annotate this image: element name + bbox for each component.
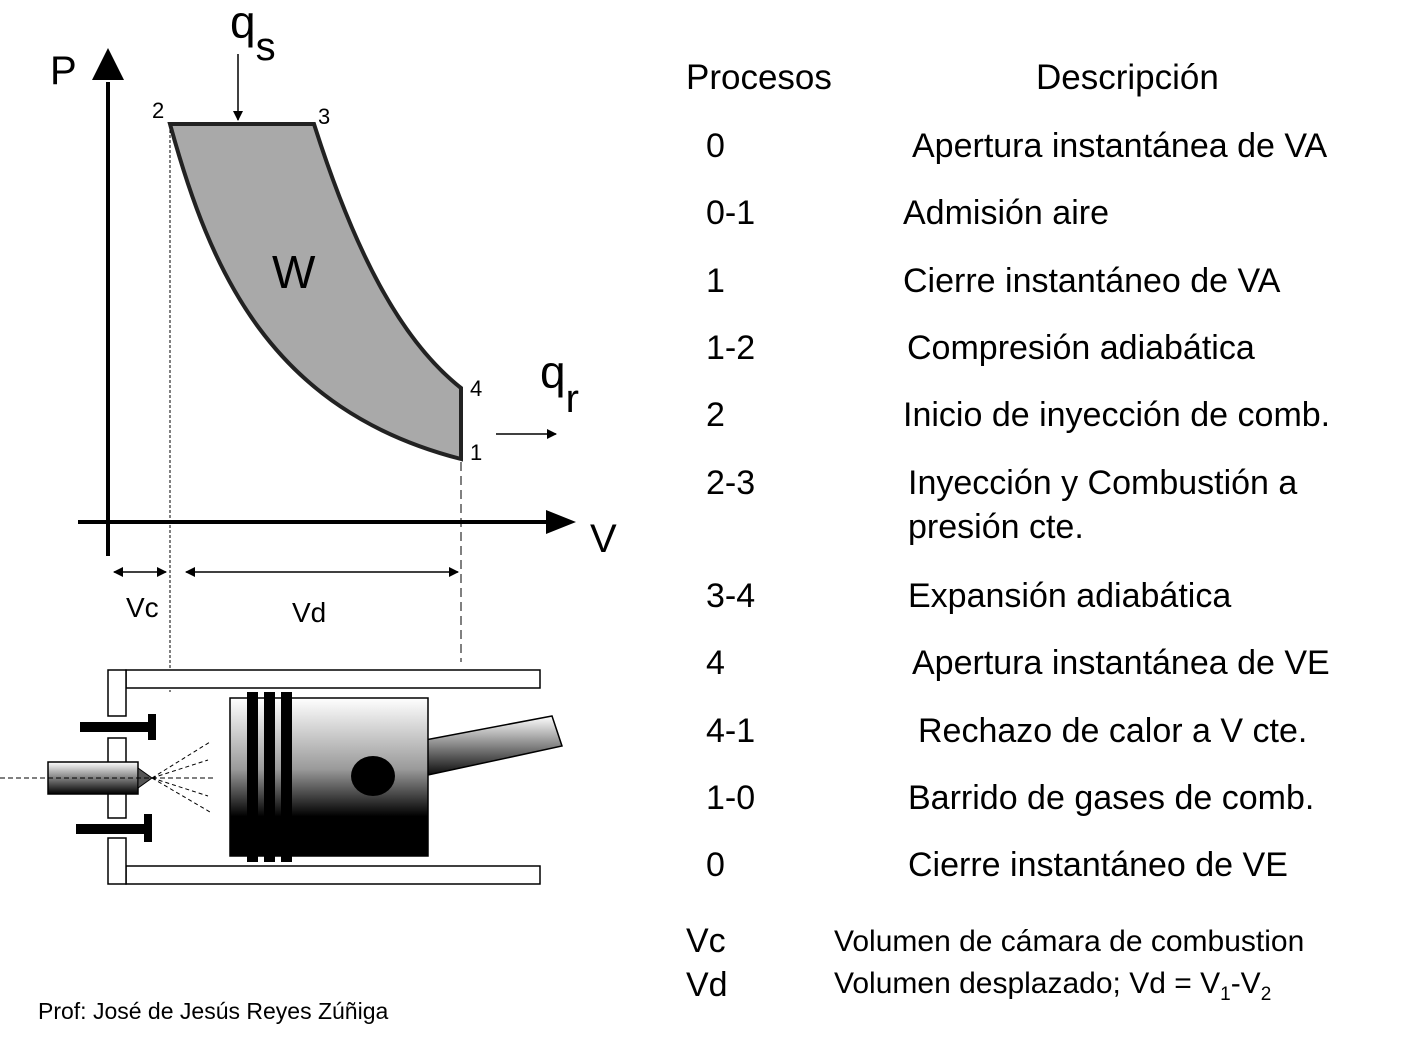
p-axis-label: P <box>50 49 77 93</box>
cylinder-head-lower <box>107 837 127 885</box>
process-code: 4 <box>706 644 725 682</box>
piston-ring-2 <box>264 692 275 862</box>
process-code: 2-3 <box>706 464 756 502</box>
table-row: 0 Cierre instantáneo de VE <box>0 846 1419 886</box>
pv-diagram: P V W 2 3 4 1 qs qr Vc Vd <box>0 0 617 1024</box>
table-row: 4-1 Rechazo de calor a V cte. <box>0 712 1419 752</box>
heat-out-label: qr <box>540 346 579 421</box>
legend-vc-key: Vc <box>686 922 726 960</box>
process-description-continued: presión cte. <box>908 508 1084 546</box>
v-axis-label: V <box>590 517 617 561</box>
process-description: Rechazo de calor a V cte. <box>918 712 1308 750</box>
work-label: W <box>272 246 316 298</box>
legend-vd-key: Vd <box>686 966 728 1004</box>
process-code: 1-0 <box>706 779 756 817</box>
exhaust-valve-icon <box>76 814 152 842</box>
fuel-spray-icon <box>151 741 211 813</box>
process-code: 4-1 <box>706 712 756 750</box>
table-row: 3-4 Expansión adiabática <box>0 577 1419 617</box>
process-description: Apertura instantánea de VA <box>912 127 1328 165</box>
process-code: 2 <box>706 396 725 434</box>
process-description: Apertura instantánea de VE <box>912 644 1330 682</box>
process-description: Cierre instantáneo de VE <box>908 846 1288 884</box>
header-description: Descripción <box>1036 58 1219 97</box>
legend-vc-text: Volumen de cámara de combustion <box>834 925 1305 958</box>
work-area <box>167 122 463 462</box>
point-1-label: 1 <box>470 440 482 465</box>
point-4-label: 4 <box>470 376 482 401</box>
process-description: Compresión adiabática <box>907 329 1255 367</box>
piston-ring-3 <box>281 692 292 862</box>
process-code: 0 <box>706 846 725 884</box>
process-code: 3-4 <box>706 577 756 615</box>
table-row: 1 Cierre instantáneo de VA <box>0 262 1419 302</box>
process-description: Inicio de inyección de comb. <box>903 396 1331 434</box>
piston-ring-1 <box>247 692 258 862</box>
table-row: 4 Apertura instantánea de VE <box>0 644 1419 684</box>
point-3-label: 3 <box>318 104 330 129</box>
table-row: 0 Apertura instantánea de VA <box>0 127 1419 167</box>
legend-vd-text: Volumen desplazado; Vd = V1-V2 <box>834 967 1272 1005</box>
piston-icon <box>229 697 429 857</box>
vd-label: Vd <box>292 597 326 628</box>
process-description: Inyección y Combustión a <box>908 464 1298 502</box>
vc-label: Vc <box>126 592 159 623</box>
process-code: 0 <box>706 127 725 165</box>
point-2-label: 2 <box>152 98 164 123</box>
process-description: Admisión aire <box>903 194 1109 232</box>
cylinder-head-upper <box>107 669 127 717</box>
process-description: Expansión adiabática <box>908 577 1232 615</box>
table-row: 2-3 Inyección y Combustión a presión cte… <box>0 464 1419 552</box>
process-code: 1 <box>706 262 725 300</box>
intake-valve-icon <box>80 714 156 740</box>
p-axis-arrow <box>92 48 124 80</box>
table-row: 2 Inicio de inyección de comb. <box>0 396 1419 436</box>
heat-in-label: qs <box>230 0 276 69</box>
process-description: Barrido de gases de comb. <box>908 779 1315 817</box>
table-row: 0-1 Admisión aire <box>0 194 1419 234</box>
process-description: Cierre instantáneo de VA <box>903 262 1281 300</box>
piston-pin-icon <box>351 756 395 796</box>
header-process: Procesos <box>686 58 832 97</box>
engine-drawing <box>0 669 563 885</box>
process-code: 0-1 <box>706 194 756 232</box>
author-credit: Prof: José de Jesús Reyes Zúñiga <box>38 998 388 1024</box>
v-axis-arrow <box>546 510 576 534</box>
process-code: 1-2 <box>706 329 756 367</box>
table-row: 1-2 Compresión adiabática <box>0 329 1419 369</box>
table-row: 1-0 Barrido de gases de comb. <box>0 779 1419 819</box>
